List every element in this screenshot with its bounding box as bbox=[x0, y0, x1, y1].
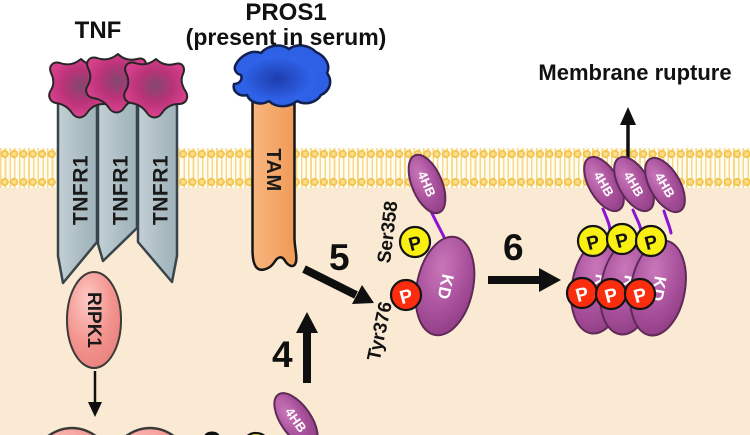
pros1-ligand bbox=[232, 44, 332, 108]
step-4-arrow bbox=[296, 312, 318, 383]
mlkl-kd-domain bbox=[414, 235, 476, 337]
mlkl-monomer: 4HB KD Ser358 Tyr376 P P bbox=[364, 153, 476, 363]
mlkl-trimer: 4HB 4HB 4HB KD KD KD P P P P P P bbox=[565, 155, 687, 337]
membrane-rupture-title: Membrane rupture bbox=[538, 60, 732, 85]
phospho-tyr-badge bbox=[389, 278, 423, 312]
pros1-title-note: (present in serum) bbox=[185, 23, 387, 50]
mlkl-linker bbox=[662, 209, 673, 235]
phospho-p-label: P bbox=[603, 284, 621, 308]
tyr376-site-label: Tyr376 bbox=[364, 300, 397, 363]
ripk1-protein bbox=[66, 271, 122, 369]
phospho-p-label: P bbox=[407, 232, 425, 256]
tam-label: TAM bbox=[262, 148, 284, 191]
ripk1-label: RIPK1 bbox=[83, 292, 104, 348]
mlkl-4hb-domain bbox=[644, 156, 686, 214]
phospho-ser-badge bbox=[634, 224, 668, 258]
phospho-p-label: P bbox=[643, 231, 661, 255]
step-3-number-partial: 3 bbox=[202, 427, 222, 435]
phospho-p-label: P bbox=[574, 283, 592, 307]
tnf-ligand-trimer bbox=[48, 53, 189, 119]
necrosome-protein bbox=[47, 426, 97, 435]
pros1-title-name: PROS1 bbox=[245, 0, 327, 26]
phospho-ser-badge bbox=[398, 225, 432, 259]
phospho-p-label: P bbox=[398, 285, 416, 309]
mlkl-4hb-domain bbox=[273, 392, 319, 435]
phospho-tyr-badge bbox=[623, 277, 657, 311]
ser358-site-label: Ser358 bbox=[374, 200, 402, 264]
tnfr1-label: TNFR1 bbox=[70, 155, 93, 225]
tam-receptor bbox=[251, 82, 298, 271]
step-6-number: 6 bbox=[503, 227, 524, 268]
mlkl-4hb-domain bbox=[407, 153, 447, 215]
membrane-rupture-arrow bbox=[620, 107, 636, 159]
step-4-number: 4 bbox=[272, 334, 293, 375]
step-6-arrow bbox=[488, 268, 561, 292]
mlkl-kd-label: KD bbox=[433, 272, 457, 301]
step-5-arrow bbox=[302, 265, 374, 304]
necrosome-protein bbox=[125, 426, 175, 435]
pros1-title: PROS1 (present in serum) bbox=[158, 0, 414, 50]
phospho-p-label: P bbox=[632, 284, 650, 308]
mlkl-linker bbox=[601, 207, 612, 233]
phospho-p-label: P bbox=[585, 231, 603, 255]
phospho-p-label: P bbox=[614, 229, 632, 253]
tnfr1-label: TNFR1 bbox=[150, 155, 173, 225]
tnf-title: TNF bbox=[74, 17, 122, 44]
ripk1-downstream-arrow bbox=[88, 371, 102, 417]
tnfr1-receptor-trimer: TNFR1 TNFR1 TNFR1 bbox=[56, 86, 179, 285]
step-5-number: 5 bbox=[329, 237, 350, 278]
tnfr1-label: TNFR1 bbox=[110, 155, 133, 225]
